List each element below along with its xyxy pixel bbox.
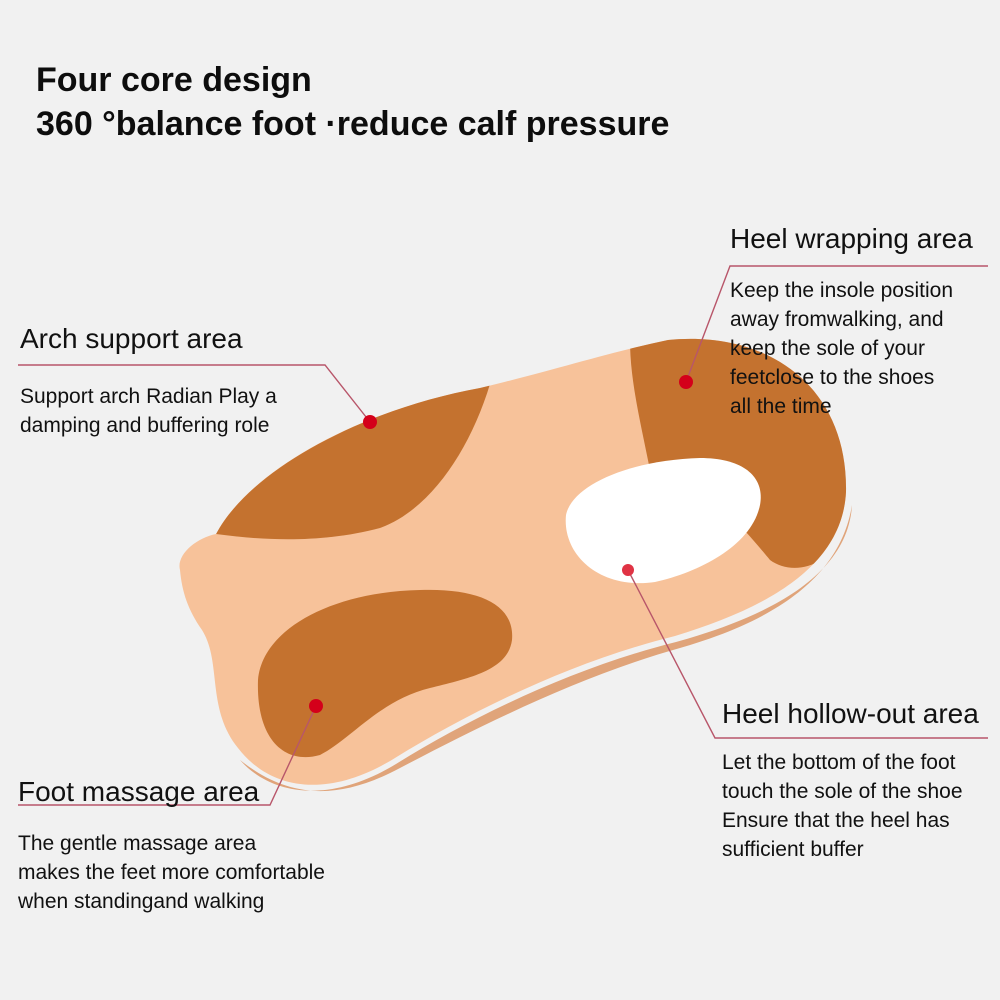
arch-leader-line (18, 364, 371, 423)
heel-hollow-heading: Heel hollow-out area (722, 698, 979, 729)
heel-hollow (565, 458, 761, 584)
arch-support-description: Support arch Radian Play a damping and b… (20, 382, 277, 440)
description-line: feetclose to the shoes (730, 366, 935, 389)
foot-massage-marker-dot (309, 699, 323, 713)
description-line: Support arch Radian Play a (20, 385, 277, 408)
title-line-2: 360 °balance foot ·reduce calf pressure (36, 105, 670, 143)
heel-hollow-description: Let the bottom of the foot touch the sol… (722, 748, 979, 864)
heel-wrapping-heading: Heel wrapping area (730, 223, 973, 254)
description-line: The gentle massage area (18, 832, 257, 855)
arch-support-callout: Arch support area Support arch Radian Pl… (20, 322, 277, 440)
description-line: keep the sole of your (730, 337, 925, 360)
heel-hollow-callout: Heel hollow-out area Let the bottom of t… (722, 697, 979, 864)
description-line: Keep the insole position (730, 279, 953, 302)
heel-wrapping-marker-dot (679, 375, 693, 389)
description-line: makes the feet more comfortable (18, 861, 325, 884)
heel-wrapping-description: Keep the insole position away fromwalkin… (730, 276, 973, 421)
description-line: damping and buffering role (20, 414, 270, 437)
description-line: all the time (730, 395, 832, 418)
description-line: when standingand walking (18, 890, 265, 913)
page-title: Four core design 360 °balance foot ·redu… (36, 58, 669, 146)
description-line: Let the bottom of the foot (722, 751, 956, 774)
heel-wrapping-pad (630, 338, 847, 568)
title-line-1: Four core design (36, 61, 312, 99)
heel-wrapping-callout: Heel wrapping area Keep the insole posit… (730, 222, 973, 421)
description-line: Ensure that the heel has (722, 809, 950, 832)
description-line: away fromwalking, and (730, 308, 944, 331)
foot-massage-pad (257, 589, 513, 758)
heel-hollow-marker-dot (622, 564, 634, 576)
heel-wrapping-leader-line (685, 265, 988, 383)
description-line: sufficient buffer (722, 838, 864, 861)
arch-marker-dot (363, 415, 377, 429)
foot-massage-callout: Foot massage area The gentle massage are… (18, 775, 325, 916)
foot-massage-heading: Foot massage area (18, 776, 260, 807)
arch-support-pad (216, 384, 490, 540)
foot-massage-description: The gentle massage area makes the feet m… (18, 829, 325, 916)
foot-massage-leader-line (18, 705, 317, 806)
heel-hollow-leader-line (627, 569, 988, 739)
arch-support-heading: Arch support area (20, 323, 243, 354)
description-line: touch the sole of the shoe (722, 780, 963, 803)
